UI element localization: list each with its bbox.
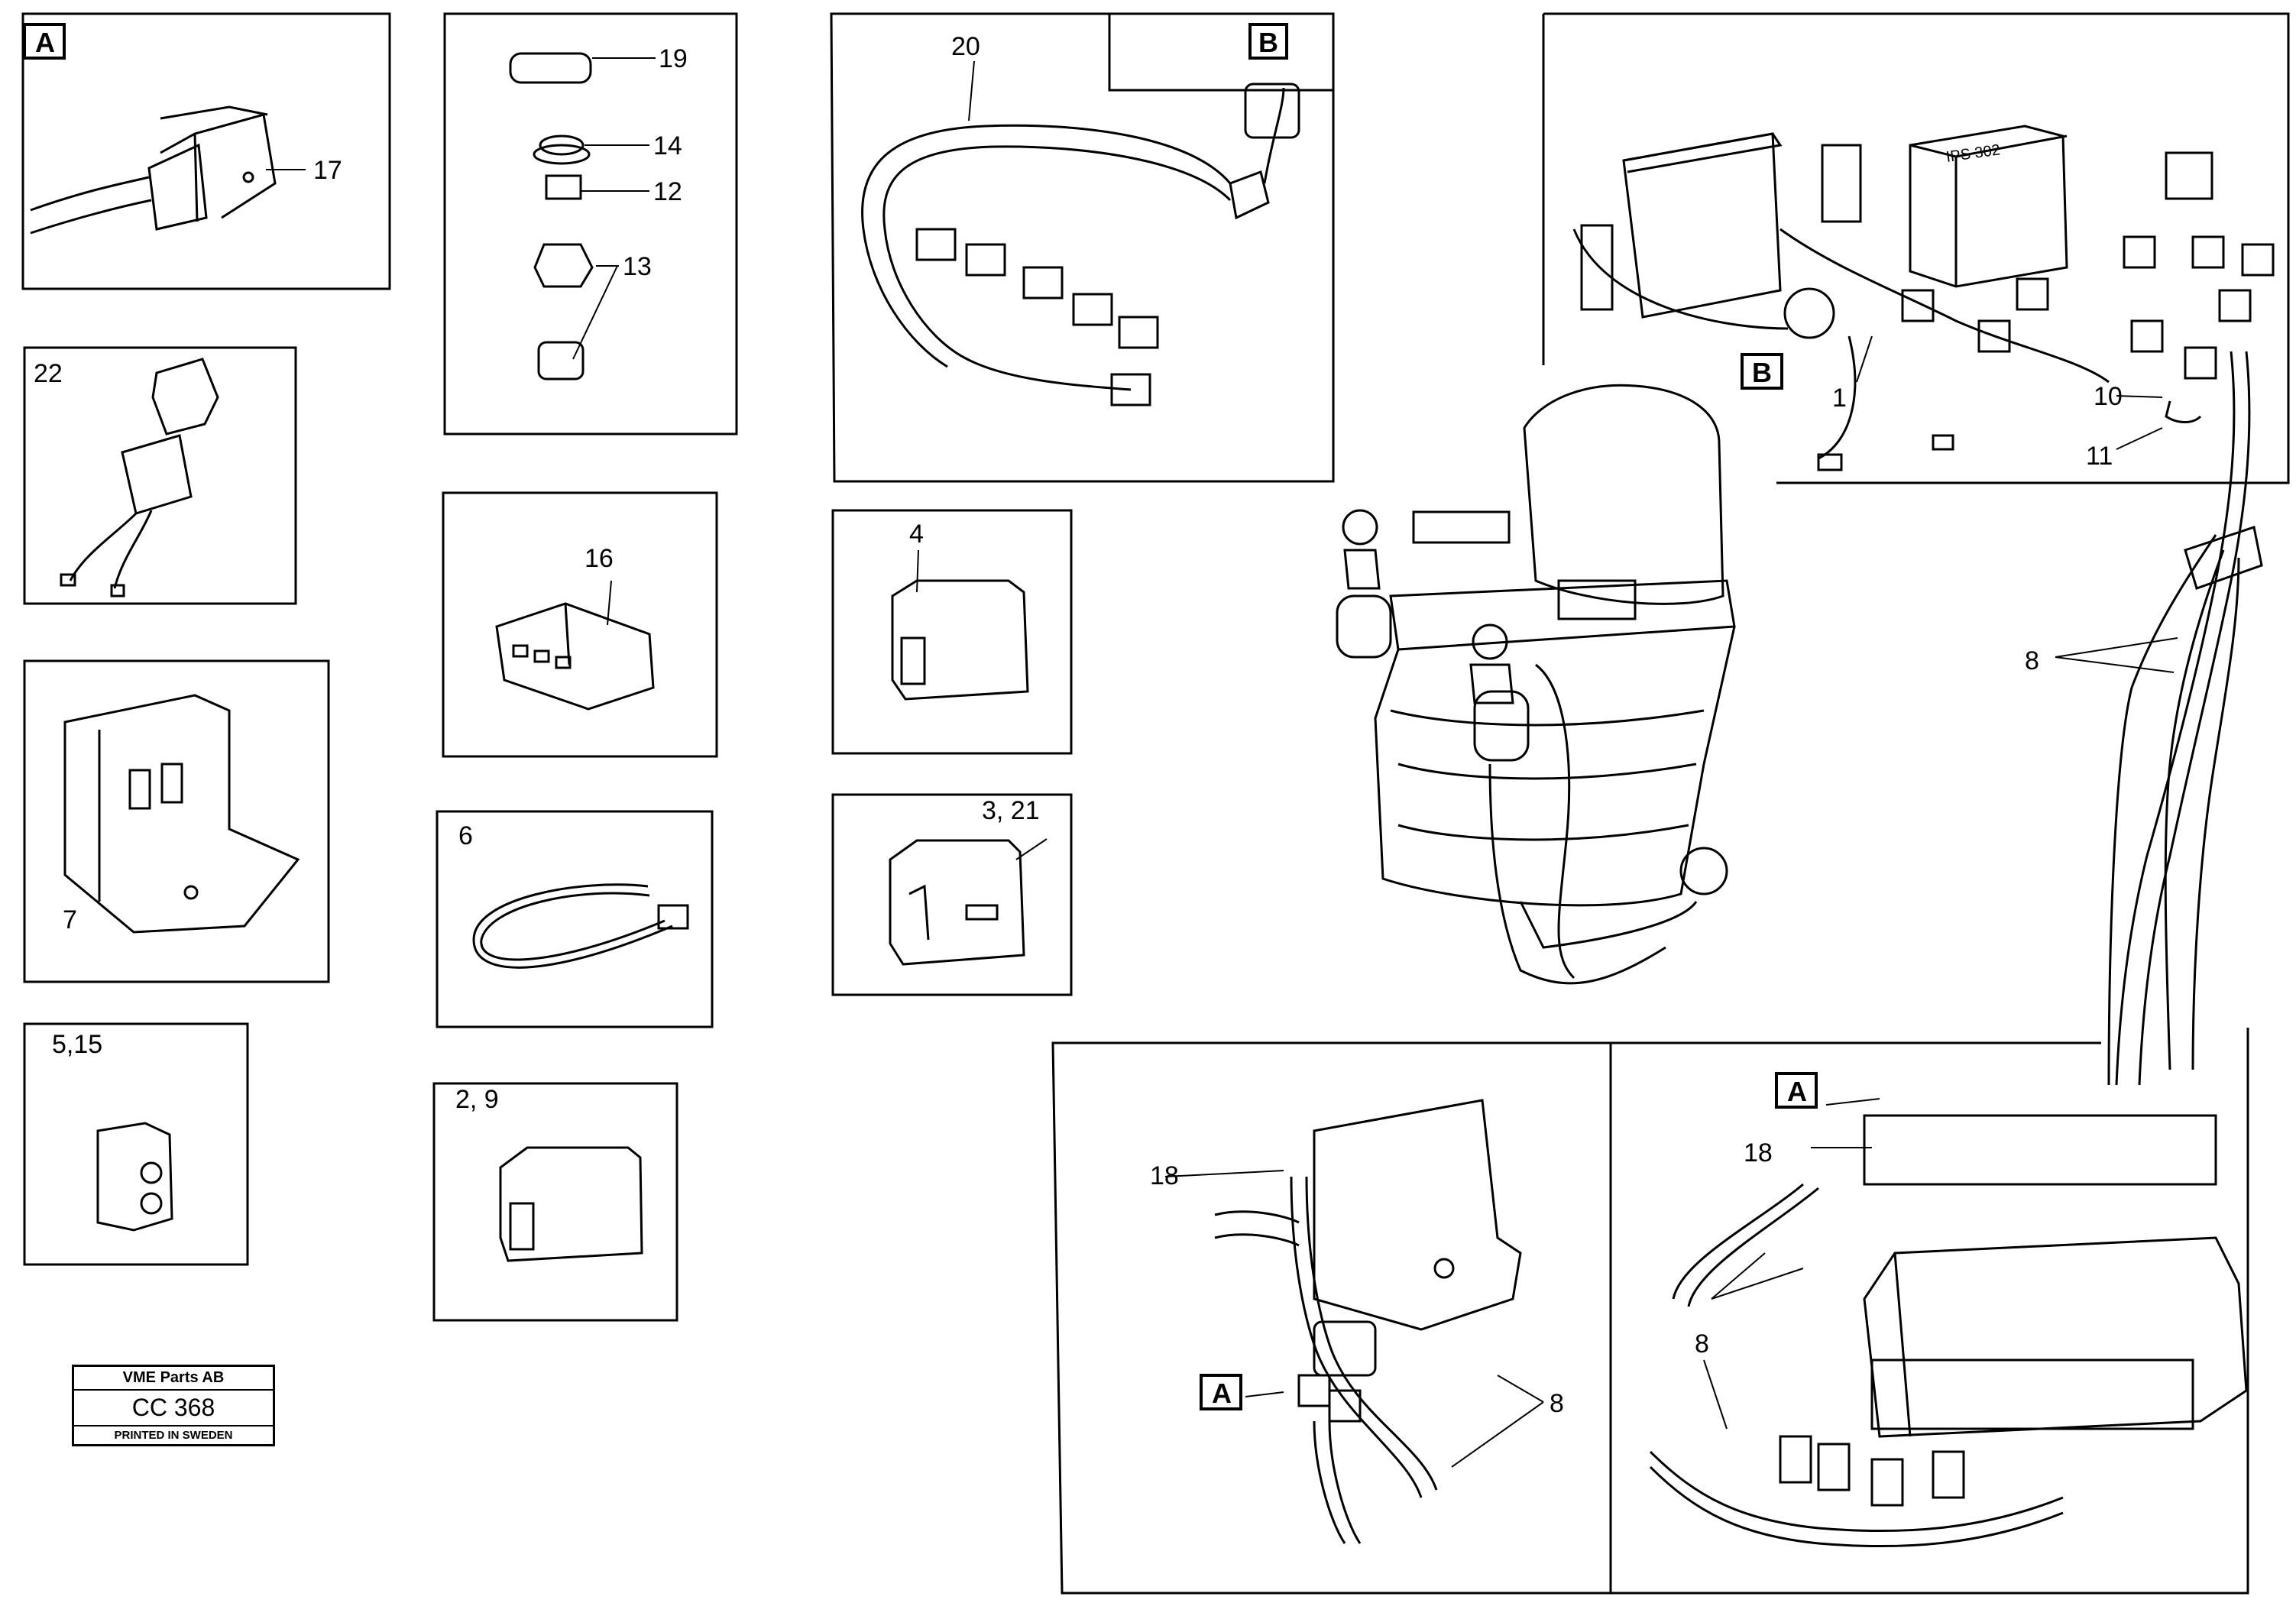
control-unit-label: IPS 302 bbox=[1945, 141, 2002, 166]
panel-3-21-housing bbox=[831, 793, 1073, 996]
callout-11: 11 bbox=[2086, 442, 2113, 471]
connector-16-drawing bbox=[495, 602, 655, 711]
panel-valve-right bbox=[1611, 1028, 2249, 1595]
callout-8-valve: 8 bbox=[1695, 1329, 1709, 1359]
leader-lines bbox=[266, 57, 2178, 1468]
housing-4-drawing bbox=[891, 579, 1029, 701]
panel-2-9-housing bbox=[432, 1082, 678, 1322]
stamp-code: CC 368 bbox=[74, 1391, 273, 1427]
callout-4: 4 bbox=[909, 520, 924, 549]
valve-block-left-drawing bbox=[1214, 1099, 1522, 1544]
callout-1: 1 bbox=[1832, 384, 1847, 413]
bracket-7-drawing bbox=[63, 694, 300, 934]
callout-8-right: 8 bbox=[2025, 646, 2039, 675]
panel-valve-left bbox=[1051, 1041, 1612, 1595]
panel-7-bracket bbox=[23, 659, 330, 983]
callout-19: 19 bbox=[659, 44, 688, 73]
callout-17: 17 bbox=[313, 156, 342, 185]
callout-10: 10 bbox=[2094, 382, 2123, 411]
holder-5-15-drawing bbox=[96, 1122, 173, 1232]
tag-b-top: B bbox=[1258, 27, 1278, 58]
harness-20-drawing bbox=[861, 83, 1300, 406]
tag-box-b-top bbox=[1248, 23, 1288, 60]
tag-a-top: A bbox=[35, 27, 55, 58]
tag-a-valve-left: A bbox=[1212, 1378, 1232, 1409]
stamp-printed: PRINTED IN SWEDEN bbox=[114, 1429, 233, 1442]
callout-22: 22 bbox=[34, 359, 63, 388]
panel-grommet bbox=[443, 12, 738, 436]
panel-22-connector bbox=[23, 346, 297, 605]
callout-18-right: 18 bbox=[1744, 1138, 1773, 1167]
callout-8-left: 8 bbox=[1550, 1389, 1564, 1418]
tag-box-a-top bbox=[23, 23, 66, 60]
panel-20-inset bbox=[1108, 14, 1333, 92]
stamp-company: VME Parts AB bbox=[74, 1367, 273, 1391]
panel-20-harness bbox=[830, 12, 1335, 483]
callout-6: 6 bbox=[458, 821, 473, 850]
callout-5-15: 5,15 bbox=[52, 1030, 102, 1059]
panel-6-tie bbox=[436, 810, 714, 1028]
cable-bundle-8-drawing bbox=[2107, 351, 2263, 1086]
callout-16: 16 bbox=[585, 544, 614, 573]
callout-7: 7 bbox=[63, 905, 77, 934]
panel-control-unit bbox=[1542, 12, 2290, 484]
tag-a-valve-right: A bbox=[1787, 1076, 1807, 1107]
callout-2-9: 2, 9 bbox=[455, 1085, 499, 1114]
callout-3-21: 3, 21 bbox=[982, 796, 1040, 825]
control-unit-drawing bbox=[1572, 125, 2275, 471]
housing-3-21-drawing bbox=[889, 839, 1025, 966]
plug-17-drawing bbox=[30, 105, 277, 235]
callout-13: 13 bbox=[623, 252, 652, 281]
tag-b-unit: B bbox=[1752, 357, 1772, 388]
callout-18-left: 18 bbox=[1150, 1161, 1179, 1190]
panel-16-connector bbox=[442, 491, 718, 758]
cable-tie-6-drawing bbox=[472, 883, 689, 969]
grommet-parts-drawing bbox=[509, 52, 594, 381]
valve-block-right-drawing bbox=[1649, 1114, 2248, 1548]
tag-box-a-valve-left bbox=[1200, 1374, 1242, 1410]
callout-14: 14 bbox=[653, 131, 682, 160]
callout-12: 12 bbox=[653, 177, 682, 206]
title-stamp: VME Parts AB CC 368 PRINTED IN SWEDEN bbox=[72, 1365, 275, 1446]
panel-A-plug bbox=[21, 12, 391, 290]
callout-20: 20 bbox=[951, 32, 980, 61]
tag-box-a-valve-right bbox=[1775, 1072, 1818, 1109]
housing-2-9-drawing bbox=[499, 1146, 643, 1262]
panel-5-15-holder bbox=[23, 1022, 249, 1266]
operator-seat-drawing bbox=[1336, 384, 1736, 985]
panel-4-housing bbox=[831, 509, 1073, 755]
tag-box-b-unit bbox=[1741, 353, 1783, 390]
connector-22-drawing bbox=[60, 358, 219, 597]
